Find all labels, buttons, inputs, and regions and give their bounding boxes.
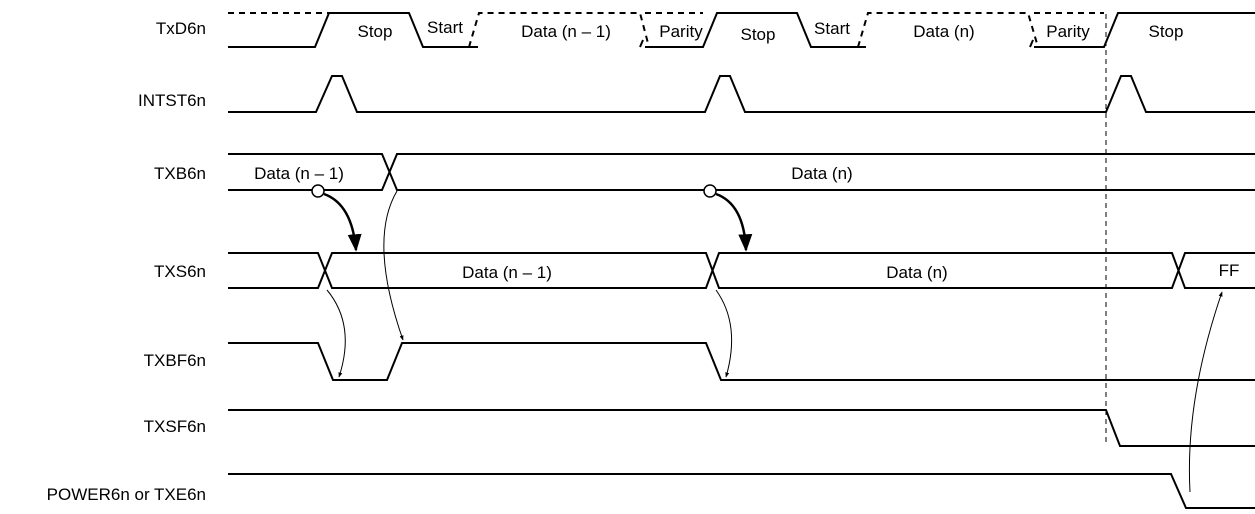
txs-value-cur: Data (n) xyxy=(886,263,947,282)
signal-label-txs: TXS6n xyxy=(154,262,206,281)
txsf-waveform xyxy=(228,409,1255,447)
signal-label-txbf: TXBF6n xyxy=(144,351,206,370)
signal-label-intst: INTST6n xyxy=(138,91,206,110)
txs-to-txbf-arrow-1 xyxy=(326,289,346,378)
txs-to-txbf-arrow-2 xyxy=(715,289,733,378)
signal-label-txd: TxD6n xyxy=(156,19,206,38)
txd-stop-3: Stop xyxy=(1149,22,1184,41)
txd-stop-2: Stop xyxy=(741,25,776,44)
txb-value-prev: Data (n – 1) xyxy=(254,164,344,183)
load-point-marker-1 xyxy=(311,184,325,198)
txbf-waveform xyxy=(228,342,1255,381)
txs-value-ff: FF xyxy=(1219,261,1240,280)
txd-data-cur: Data (n) xyxy=(913,22,974,41)
txd-start-1: Start xyxy=(427,18,463,37)
txd-start-2: Start xyxy=(814,19,850,38)
txb-to-txs-arrow-2 xyxy=(715,192,753,252)
txd-stop-1: Stop xyxy=(358,22,393,41)
txb-to-txs-arrow-1 xyxy=(323,192,362,252)
intst-waveform xyxy=(228,75,1255,113)
txd-parity-2: Parity xyxy=(1046,22,1090,41)
signal-label-txsf: TXSF6n xyxy=(144,417,206,436)
txd-waveform xyxy=(228,12,1255,48)
signal-label-txb: TXB6n xyxy=(154,164,206,183)
txd-parity-1: Parity xyxy=(659,22,703,41)
txb-value-cur: Data (n) xyxy=(791,164,852,183)
signal-label-power: POWER6n or TXE6n xyxy=(47,485,206,504)
txb-waveform xyxy=(228,153,1255,191)
txs-waveform xyxy=(228,252,1255,289)
txb-to-txbf-arrow xyxy=(383,190,404,341)
load-point-marker-2 xyxy=(703,184,717,198)
power-waveform xyxy=(228,473,1255,509)
power-to-txs-arrow xyxy=(1188,291,1223,493)
txs-value-prev: Data (n – 1) xyxy=(462,263,552,282)
txd-data-prev: Data (n – 1) xyxy=(521,22,611,41)
